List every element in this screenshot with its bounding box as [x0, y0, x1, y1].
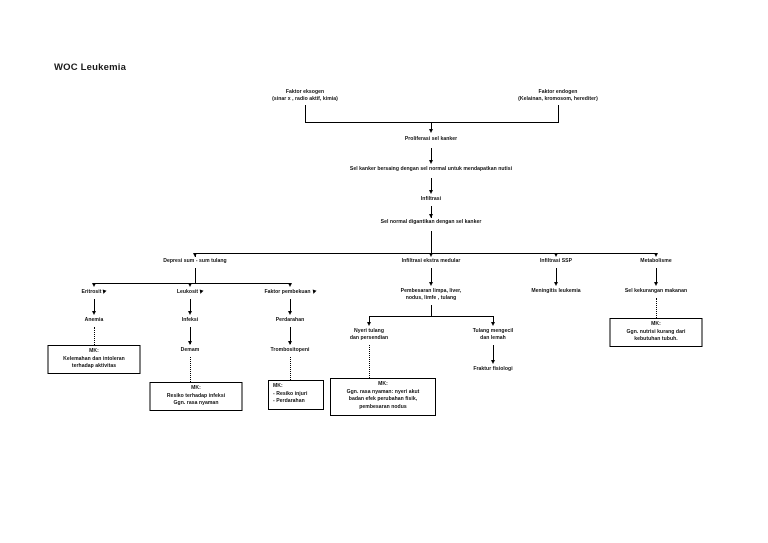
down-arrow-icon: [311, 289, 317, 295]
connector-metabolisme-down: [656, 268, 657, 283]
arrow-to-nyeri-tulang: [367, 322, 371, 326]
arrow-to-meningitis: [554, 282, 558, 286]
arrow-to-sel-kurang-makan: [654, 282, 658, 286]
node-infiltrasi-ssp: Infiltrasi SSP: [539, 258, 573, 264]
connector-demam-mk: [190, 357, 191, 382]
node-faktor-pembekuan-label: Faktor pembekuan: [264, 289, 311, 295]
node-demam: Demam: [180, 347, 200, 353]
arrow-to-infiltrasi-ekstra: [429, 253, 433, 257]
node-digantikan: Sel normal digantikan dengan sel kanker: [380, 219, 482, 225]
node-meningitis: Meningitis leukemia: [531, 288, 581, 294]
node-leukosit: Leukosit: [145, 289, 235, 296]
connector-ekstra-down: [431, 268, 432, 283]
node-depresi-sumsum: Depresi sum - sum tulang: [163, 258, 227, 264]
connector-branch-bar: [195, 253, 656, 254]
mk-box-nyeri: MK: Ggn. rasa nyaman: nyeri akut badan e…: [330, 378, 436, 416]
connector-endogen-down: [558, 105, 559, 122]
connector-ssp-down: [556, 268, 557, 283]
node-pembesaran: Pembesaran limpa, liver, nodus, limfe , …: [400, 288, 462, 302]
mk-box-infeksi: MK: Resiko terhadap infeksi Ggn. rasa ny…: [149, 382, 243, 411]
connector-eksogen-down: [305, 105, 306, 122]
node-faktor-pembekuan: Faktor pembekuan: [235, 289, 345, 296]
node-faktor-endogen: Faktor endogen (Kelainan, kromosom, here…: [518, 89, 598, 103]
node-bersaing: Sel kanker bersaing dengan sel normal un…: [349, 166, 513, 172]
connector-trombo-mk: [290, 357, 291, 380]
connector-pembekuan-perdarahan: [290, 299, 291, 313]
connector-infeksi-demam: [190, 327, 191, 344]
node-trombositopeni: Trombositopeni: [270, 347, 310, 353]
arrow-to-fraktur: [491, 360, 495, 364]
node-infiltrasi-ekstra: Infiltrasi ekstra medular: [401, 258, 461, 264]
node-anemia: Anemia: [84, 317, 104, 323]
node-fraktur: Fraktur fisiologi: [473, 366, 513, 372]
page-title: WOC Leukemia: [54, 62, 127, 73]
arrow-to-depresi: [193, 253, 197, 257]
connector-eritrosit-anemia: [94, 299, 95, 313]
node-sel-kurang-makan: Sel kekurangan makanan: [624, 288, 688, 294]
connector-tulang-fraktur: [493, 345, 494, 362]
connector-top-join: [305, 122, 559, 123]
arrow-to-demam: [188, 341, 192, 345]
node-infiltrasi: Infiltrasi: [420, 196, 442, 202]
arrow-to-faktor-pembekuan: [288, 283, 292, 287]
connector-bar-nyeri: [369, 316, 370, 323]
mk-box-nutrisi: MK: Ggn. nutrisi kurang dari kebutuhan t…: [609, 318, 703, 347]
down-arrow-icon: [101, 289, 108, 295]
node-eritrosit-label: Eritrosit: [81, 289, 102, 295]
arrow-to-leukosit: [188, 283, 192, 287]
connector-nyeri-mk: [369, 345, 370, 378]
arrow-to-infiltrasi: [429, 190, 433, 194]
down-arrow-icon: [198, 289, 204, 295]
connector-bersaing-infiltrasi: [431, 178, 432, 192]
connector-proliferasi-bersaing: [431, 148, 432, 162]
mk-box-injuri: MK: - Resiko injuri - Perdarahan: [268, 380, 324, 410]
node-faktor-eksogen: Faktor eksogen (sinar x , radio aktif, k…: [272, 89, 338, 103]
connector-depresi-down: [195, 268, 196, 283]
arrow-to-pembesaran: [429, 282, 433, 286]
node-perdarahan: Perdarahan: [275, 317, 305, 323]
node-eritrosit: Eritrosit: [49, 289, 139, 296]
node-tulang-mengecil: Tulang mengecil dan lemah: [472, 328, 514, 342]
connector-join-to-proliferasi: [431, 122, 432, 131]
connector-pembesaran-bar: [369, 316, 493, 317]
arrow-to-metabolisme: [654, 253, 658, 257]
node-metabolisme: Metabolisme: [640, 258, 672, 264]
connector-leukosit-infeksi: [190, 299, 191, 313]
connector-pembesaran-down: [431, 305, 432, 316]
arrow-to-eritrosit: [92, 283, 96, 287]
node-nyeri-tulang: Nyeri tulang dan persendian: [349, 328, 389, 342]
connector-anemia-mk: [94, 327, 95, 345]
connector-perdarahan-trombo: [290, 327, 291, 344]
arrow-to-digantikan: [429, 214, 433, 218]
connector-depresi-bar: [94, 283, 290, 284]
node-leukosit-label: Leukosit: [176, 289, 199, 295]
connector-infiltrasi-digantikan: [431, 206, 432, 218]
connector-bar-tulang: [493, 316, 494, 323]
arrow-to-proliferasi: [429, 129, 433, 133]
node-proliferasi: Proliferasi sel kanker: [404, 136, 458, 142]
arrow-to-bersaing: [429, 160, 433, 164]
arrow-to-infiltrasi-ssp: [554, 253, 558, 257]
arrow-to-infeksi: [188, 311, 192, 315]
arrow-to-perdarahan: [288, 311, 292, 315]
connector-sel-kurang-mk: [656, 298, 657, 318]
connector-digantikan-down: [431, 231, 432, 253]
arrow-to-anemia: [92, 311, 96, 315]
arrow-to-tulang-mengecil: [491, 322, 495, 326]
mk-box-kelemahan: MK: Kelemahan dan intoleran terhadap akt…: [47, 345, 141, 374]
arrow-to-trombositopeni: [288, 341, 292, 345]
node-infeksi: Infeksi: [181, 317, 199, 323]
